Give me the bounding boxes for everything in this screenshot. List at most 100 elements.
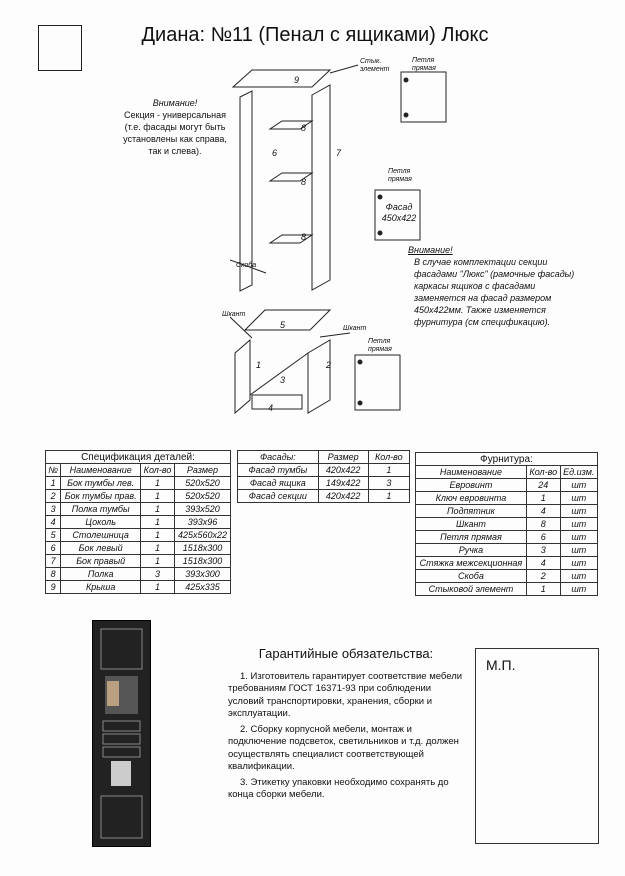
table-cell: 8 <box>44 567 62 581</box>
table-cell: 1 <box>140 541 175 555</box>
dowel-label: Шкант <box>222 311 246 318</box>
table-cell: Полка <box>60 567 142 581</box>
table-cell: 3 <box>525 543 561 557</box>
cabinet-photo-illustration <box>100 628 143 839</box>
table-cell: 4 <box>525 556 561 570</box>
note-line: (т.е. фасады могут быть <box>124 122 226 132</box>
hinge-label: Петля прямая <box>368 338 392 353</box>
table-cell: 1 <box>367 463 411 477</box>
hinge-dot <box>357 359 363 365</box>
table-cell: Ед.изм. <box>559 465 599 479</box>
table-cell: 1518х300 <box>173 541 232 555</box>
table-cell: Размер <box>317 450 369 464</box>
table-cell: 4 <box>525 504 561 518</box>
note-heading: Внимание! <box>408 245 453 255</box>
part-number: 8 <box>301 232 307 242</box>
table-cell: Фасад ящика <box>237 476 319 490</box>
table-cell: Фасады: <box>237 450 319 464</box>
table-cell: 425х560х22 <box>173 528 232 542</box>
table-cell: 393х96 <box>173 515 232 529</box>
guarantee-item: 2. Сборку корпусной мебели, монтаж и под… <box>228 723 459 773</box>
table-cell: шт <box>559 543 599 557</box>
note-line: В случае комплектации секции <box>414 257 548 267</box>
guarantee-item: 1. Изготовитель гарантирует соответствие… <box>228 670 463 720</box>
table-cell: 1 <box>140 489 175 503</box>
table-cell: 3 <box>44 502 62 516</box>
table-caption: Фурнитура: <box>415 452 598 466</box>
countertop-panel <box>243 309 332 331</box>
table-cell: 1 <box>140 528 175 542</box>
hinge-dot <box>377 194 383 200</box>
table-cell: Цоколь <box>60 515 142 529</box>
table-cell: 5 <box>44 528 62 542</box>
table-cell: Кол-во <box>525 465 561 479</box>
part-number: 6 <box>272 148 278 158</box>
table-cell: Крыша <box>60 580 142 594</box>
table-cell: 1 <box>140 515 175 529</box>
left-side-panel <box>239 90 253 292</box>
table-cell: 393х520 <box>173 502 232 516</box>
table-cell: Фасад тумбы <box>237 463 319 477</box>
table-cell: 1 <box>140 554 175 568</box>
right-side-panel <box>311 84 331 291</box>
table-cell: № <box>44 463 62 477</box>
part-number: 1 <box>256 360 262 370</box>
facade-caption: Фасад 450х422 <box>378 202 420 224</box>
table-cell: 520х520 <box>173 489 232 503</box>
table-cell: 520х520 <box>173 476 232 490</box>
hinge-dot <box>357 400 363 406</box>
note-line: фасадами "Люкс" (рамочные фасады) <box>414 269 575 279</box>
table-cell: Фасад секции <box>237 489 319 503</box>
table-cell: Размер <box>173 463 232 477</box>
base-shelf-edge <box>249 352 309 396</box>
luxe-facade-panel <box>374 189 421 241</box>
table-cell: 420х422 <box>317 463 369 477</box>
table-cell: 1 <box>140 580 175 594</box>
guarantee-item: 3. Этикетку упаковки необходимо сохранят… <box>228 776 449 801</box>
table-cell: 1518х300 <box>173 554 232 568</box>
table-cell: шт <box>559 504 599 518</box>
leader-line <box>230 259 267 274</box>
hinged-door-bottom <box>354 354 401 411</box>
part-number: 8 <box>301 123 307 133</box>
shelf-panel <box>268 120 314 130</box>
stamp-box: М.П. <box>475 648 599 844</box>
table-cell: 24 <box>525 478 561 492</box>
note-heading: Внимание! <box>152 98 198 108</box>
table-cell: 2 <box>525 569 561 583</box>
note-line: 450х422мм. Также изменяется <box>414 305 546 315</box>
table-cell: Кол-во <box>140 463 175 477</box>
stamp-label: М.П. <box>486 657 516 673</box>
table-cell: Петля прямая <box>415 530 527 544</box>
note-line: так и слева). <box>148 146 202 156</box>
table-cell: Подпятник <box>415 504 527 518</box>
table-caption: Спецификация деталей: <box>45 450 231 464</box>
table-cell: 8 <box>525 517 561 531</box>
dowel-label: Шкант <box>343 325 367 332</box>
hinge-label: Петля прямая <box>412 57 436 72</box>
table-cell: Стяжка межсекционная <box>415 556 527 570</box>
table-cell: 9 <box>44 580 62 594</box>
part-number: 7 <box>336 148 342 158</box>
table-cell: Бок правый <box>60 554 142 568</box>
table-cell: Бок левый <box>60 541 142 555</box>
table-cell: 2 <box>44 489 62 503</box>
table-cell: Наименование <box>60 463 142 477</box>
table-cell: Ключ евровинта <box>415 491 527 505</box>
table-cell: шт <box>559 569 599 583</box>
base-right-side <box>307 339 331 414</box>
leader-line <box>230 316 253 339</box>
part-number: 2 <box>326 360 332 370</box>
table-cell: 1 <box>44 476 62 490</box>
bracket-label: Скоба <box>236 262 257 269</box>
table-cell: Ручка <box>415 543 527 557</box>
note-line: каркасы ящиков с фасадами <box>414 281 536 291</box>
